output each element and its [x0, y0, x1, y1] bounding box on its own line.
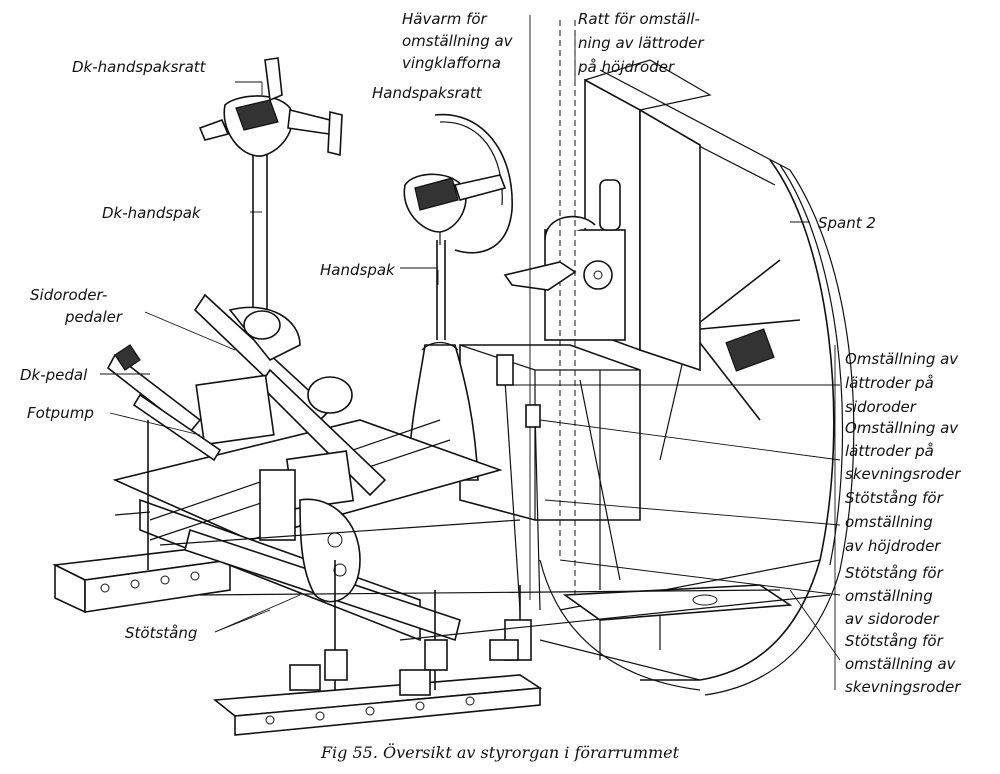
- label-havarm-line3: vingklafforna: [402, 54, 501, 72]
- label-oms-skev-line2: lättroder på: [845, 442, 934, 460]
- label-handspaksratt: Handspaksratt: [372, 84, 483, 102]
- label-dk-pedal: Dk-pedal: [20, 366, 88, 384]
- label-oms-sido-line1: Omställning av: [845, 350, 959, 368]
- label-stot-hojd-line1: Stötstång för: [845, 489, 944, 507]
- label-stot-skev-line2: omställning av: [845, 655, 957, 673]
- handspak-assembly: [403, 15, 577, 600]
- figure-caption: Fig 55. Översikt av styrorgan i förarrum…: [320, 742, 680, 762]
- label-oms-sido-line3: sidoroder: [845, 398, 917, 416]
- label-stot-sido-line1: Stötstång för: [845, 564, 944, 582]
- label-oms-skev-line3: skevningsroder: [845, 465, 961, 483]
- label-stot-hojd-line2: omställning: [845, 513, 933, 531]
- label-sidoroder-line1: Sidoroder-: [30, 286, 107, 304]
- label-dk-handspaksratt: Dk-handspaksratt: [72, 58, 207, 76]
- label-stot-hojd-line3: av höjdroder: [845, 537, 941, 555]
- label-havarm-line1: Hävarm för: [402, 10, 488, 28]
- leader-lines: [100, 32, 841, 690]
- dk-handspak-assembly: [198, 57, 343, 330]
- label-dk-handspak: Dk-handspak: [102, 204, 202, 222]
- label-ratt-line1: Ratt för omställ-: [578, 10, 700, 28]
- label-fotpump: Fotpump: [27, 404, 94, 422]
- label-havarm-line2: omställning av: [402, 32, 514, 50]
- pedal-mechanism: [52, 293, 831, 736]
- label-stot-skev-line1: Stötstång för: [845, 632, 944, 650]
- label-stotstang: Stötstång: [125, 624, 197, 642]
- label-ratt-line2: ning av lättroder: [578, 34, 705, 52]
- label-spant: Spant 2: [818, 214, 876, 232]
- label-sidoroder-line2: pedaler: [64, 308, 123, 326]
- label-ratt-line3: på höjdroder: [577, 58, 675, 76]
- label-oms-sido-line2: lättroder på: [845, 374, 934, 392]
- label-stot-sido-line3: av sidoroder: [845, 610, 940, 628]
- label-stot-skev-line3: skevningsroder: [845, 678, 961, 696]
- label-oms-skev-line1: Omställning av: [845, 419, 959, 437]
- label-handspak: Handspak: [320, 261, 396, 279]
- label-stot-sido-line2: omställning: [845, 587, 933, 605]
